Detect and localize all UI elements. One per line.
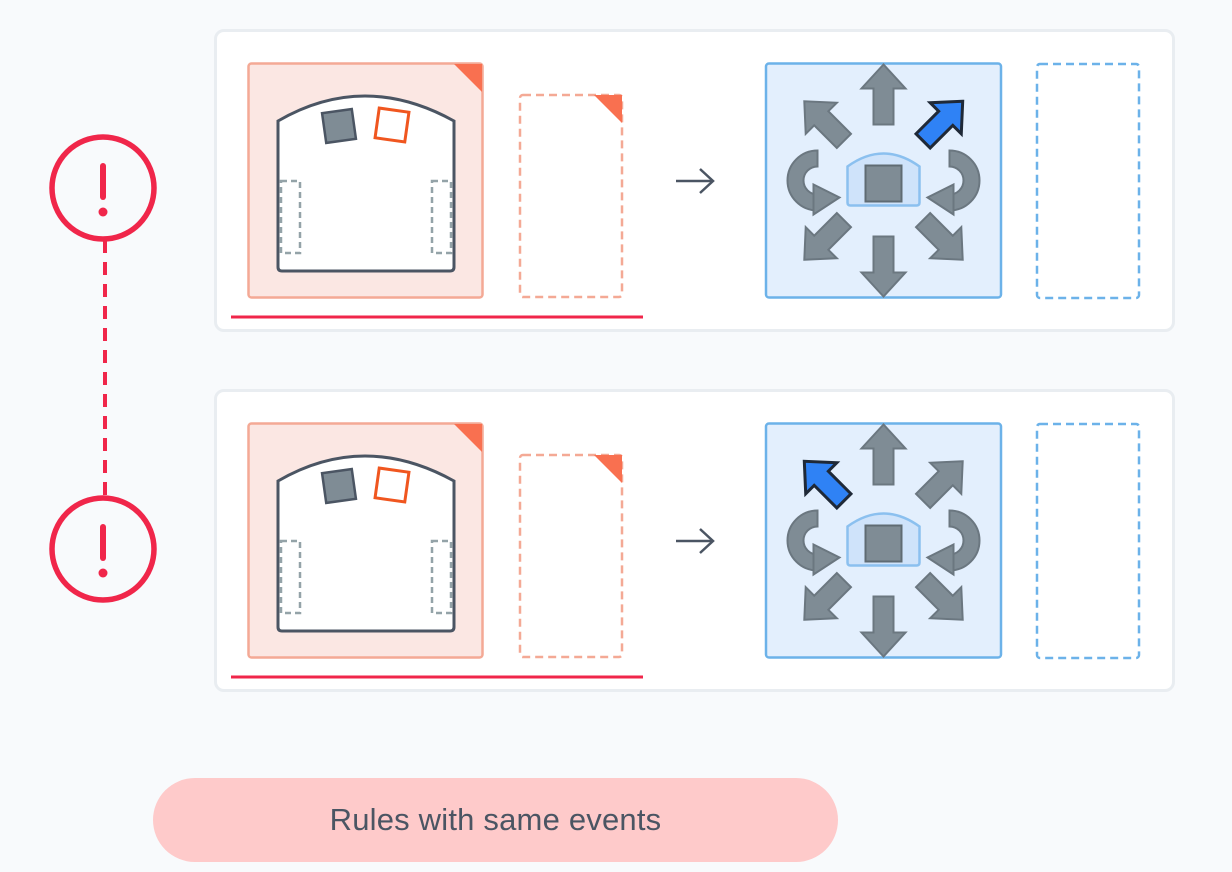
- empty-event-slot[interactable]: [518, 93, 624, 299]
- slot-corner-icon: [594, 95, 622, 123]
- sensor-active: [320, 467, 358, 505]
- caption-pill: Rules with same events: [153, 778, 838, 862]
- highlighted-motion-forward-left: [802, 459, 854, 511]
- event-corner-icon: [454, 424, 482, 452]
- event-block[interactable]: [247, 62, 484, 299]
- empty-action-slot[interactable]: [1035, 62, 1141, 300]
- robot-icon: [276, 94, 456, 273]
- motion-arrows-icon: [786, 423, 981, 658]
- right-arrow-icon: [676, 168, 715, 194]
- rule-content: [231, 422, 1141, 679]
- event-corner-icon: [454, 64, 482, 92]
- empty-event-slot[interactable]: [518, 453, 624, 659]
- motion-arrows-icon: [786, 63, 981, 298]
- empty-action-slot[interactable]: [1035, 422, 1141, 660]
- caption-text: Rules with same events: [329, 802, 662, 837]
- action-block[interactable]: [764, 422, 1003, 659]
- event-block[interactable]: [247, 422, 484, 659]
- rule-card[interactable]: [214, 389, 1175, 692]
- sensor-active: [320, 107, 358, 145]
- highlighted-motion-forward-right: [913, 99, 965, 151]
- rule-content: [231, 62, 1141, 319]
- sensor-outline: [373, 466, 411, 504]
- sensor-outline: [373, 106, 411, 144]
- rule-card[interactable]: [214, 29, 1175, 332]
- action-block[interactable]: [764, 62, 1003, 299]
- slot-corner-icon: [594, 455, 622, 483]
- robot-icon: [276, 454, 456, 633]
- right-arrow-icon: [676, 528, 715, 554]
